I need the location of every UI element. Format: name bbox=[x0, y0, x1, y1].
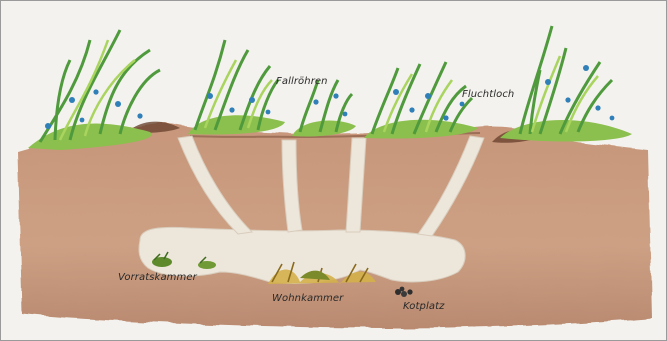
grass-tufts bbox=[28, 26, 632, 150]
label-fallroehren: Fallröhren bbox=[276, 76, 328, 87]
label-vorratskammer: Vorratskammer bbox=[118, 272, 197, 283]
label-fluchtloch: Fluchtloch bbox=[462, 89, 514, 100]
label-kotplatz: Kotplatz bbox=[403, 301, 444, 312]
label-wohnkammer: Wohnkammer bbox=[272, 293, 343, 304]
